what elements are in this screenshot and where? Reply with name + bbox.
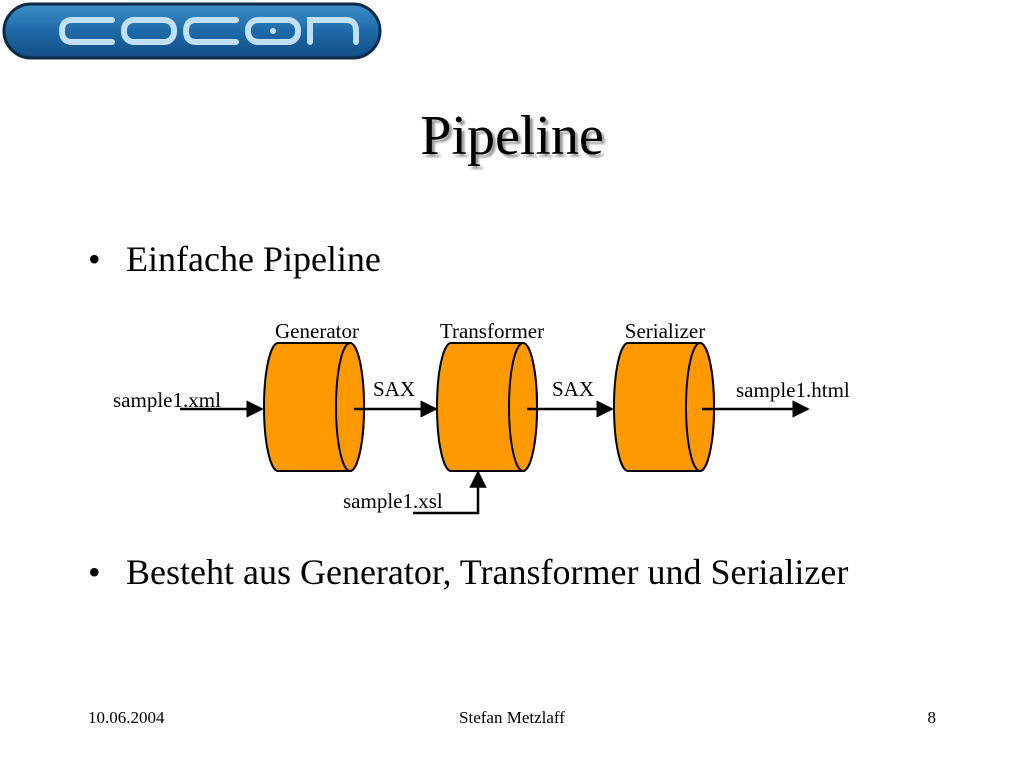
input-file-label: sample1.xml [113, 388, 221, 412]
footer-page-number: 8 [927, 708, 937, 727]
stage-label-serializer: Serializer [625, 319, 705, 343]
bullet-marker: • [88, 552, 101, 592]
slide-title: Pipeline [420, 105, 604, 167]
stage-label-transformer: Transformer [440, 319, 544, 343]
connector-label-sax-1: SAX [373, 377, 415, 401]
cocoon-logo [2, 2, 382, 60]
bullet-text: Besteht aus Generator, Transformer und S… [126, 552, 849, 592]
footer-date: 10.06.2004 [88, 708, 165, 727]
stylesheet-file-label: sample1.xsl [343, 489, 443, 513]
bullet-text: Einfache Pipeline [126, 239, 381, 279]
bullet-besteht-aus: • Besteht aus Generator, Transformer und … [88, 550, 848, 594]
bullet-marker: • [88, 239, 101, 279]
stylesheet-arrow [413, 470, 487, 515]
transformer-cylinder [436, 342, 538, 472]
connector-label-sax-2: SAX [552, 377, 594, 401]
generator-cylinder [263, 342, 365, 472]
bullet-einfache-pipeline: • Einfache Pipeline [88, 237, 381, 281]
stage-label-generator: Generator [275, 319, 359, 343]
footer-author: Stefan Metzlaff [459, 708, 565, 727]
output-file-label: sample1.html [736, 378, 850, 402]
serializer-cylinder [613, 342, 715, 472]
